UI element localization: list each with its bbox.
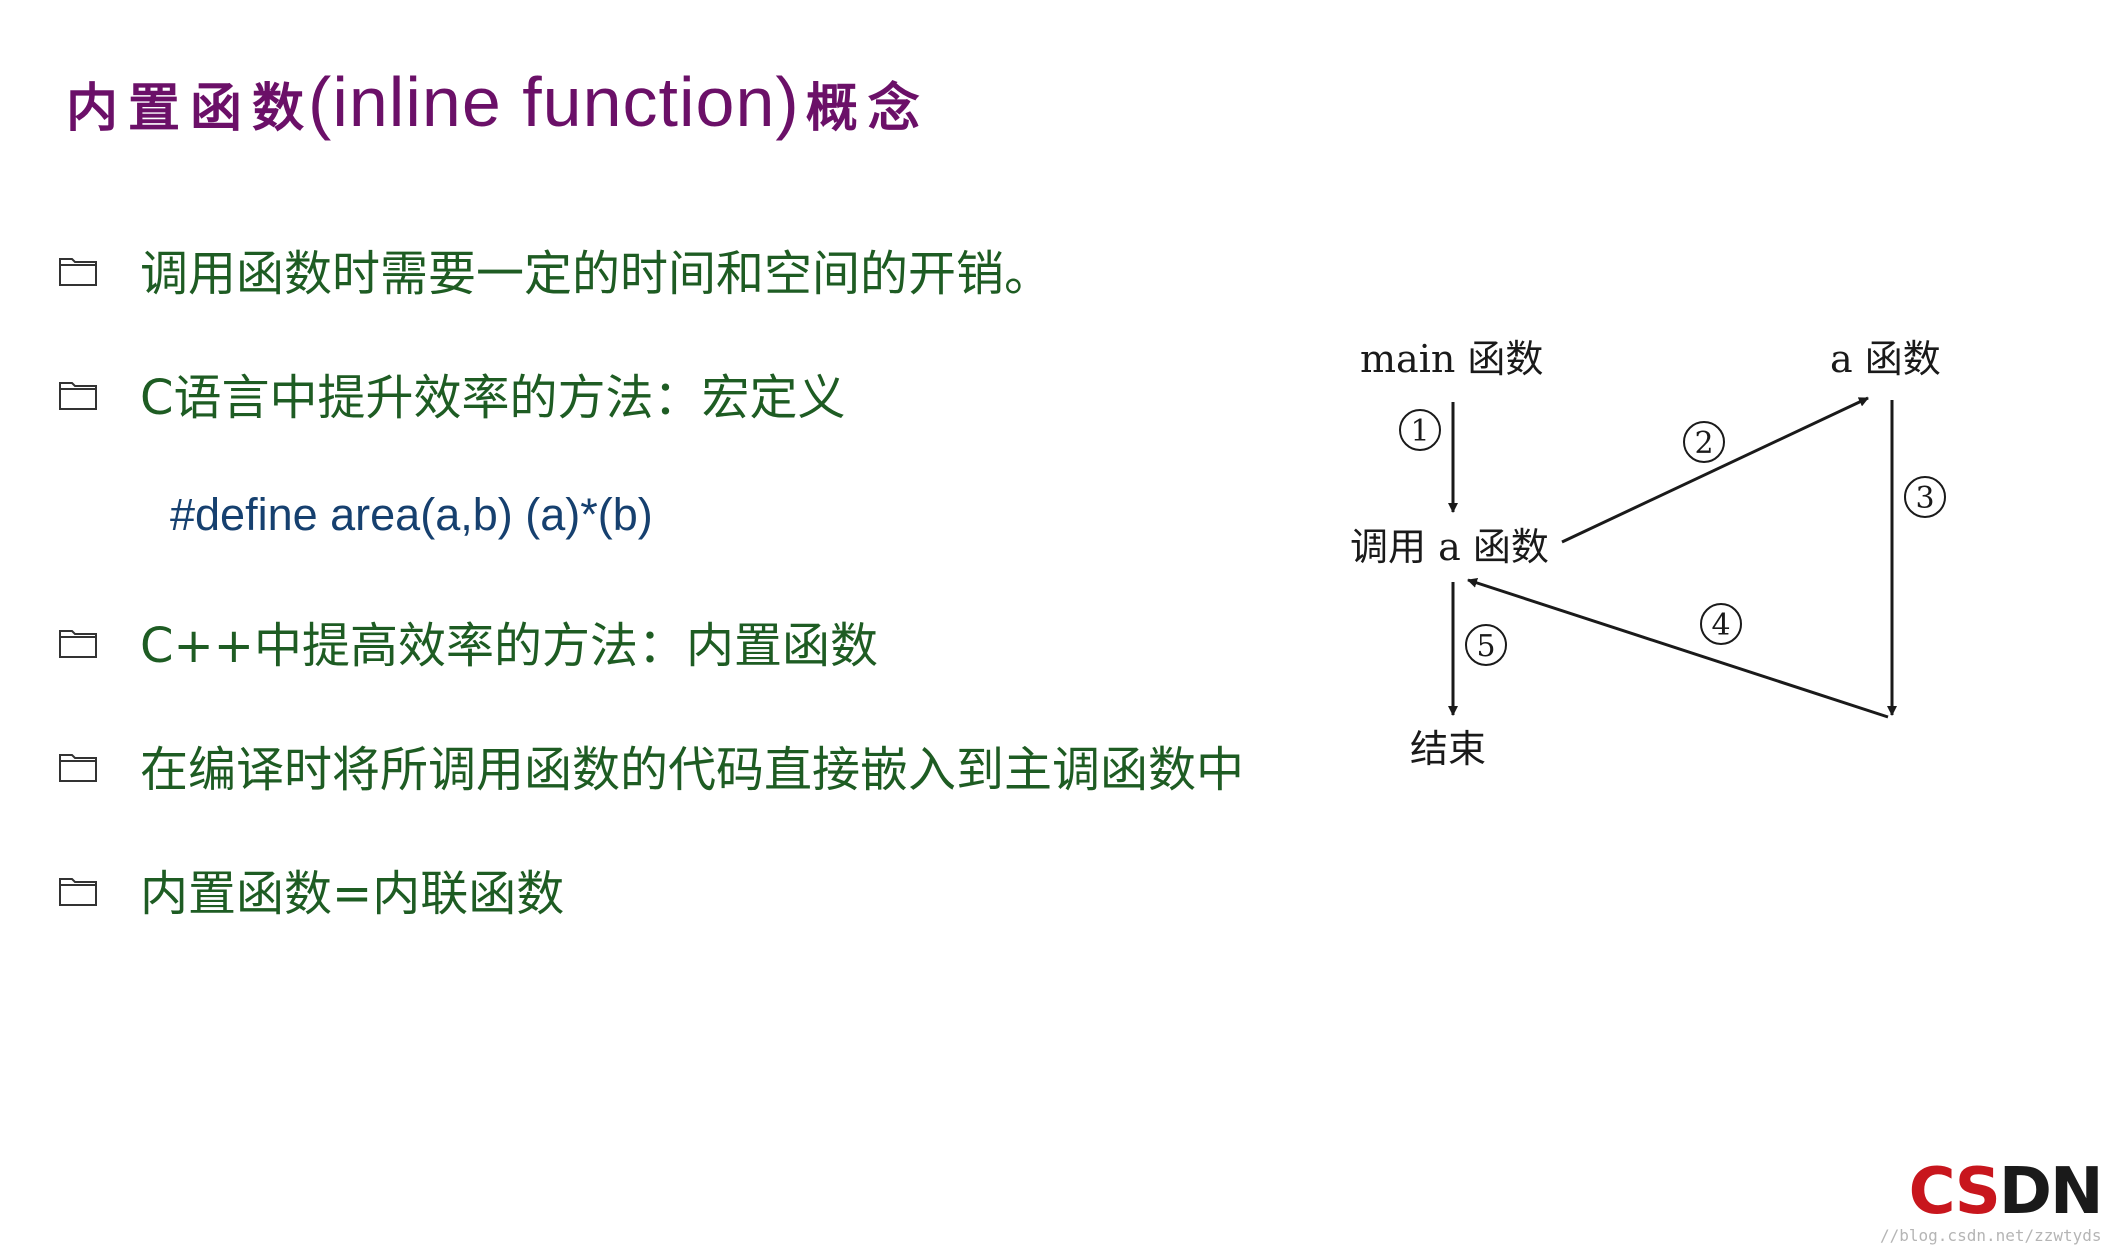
title-english: (inline function) [308, 63, 800, 141]
code-example: #define area(a,b) (a)*(b) [170, 489, 653, 540]
step-1-number: 1 [1410, 414, 1429, 449]
csdn-logo-red-part: CS [1908, 1155, 2001, 1229]
step-1-marker: 1 [1399, 409, 1441, 451]
step-5-marker: 5 [1465, 624, 1507, 666]
step-5-number: 5 [1476, 629, 1495, 664]
step-2-marker: 2 [1683, 421, 1725, 463]
folder-icon [59, 630, 97, 658]
end-label: 结束 [1410, 727, 1486, 771]
bullet-item: 内置函数=内联函数 [58, 854, 564, 924]
bullet-text: 在编译时将所调用函数的代码直接嵌入到主调函数中 [140, 742, 1245, 798]
bullet-text: 调用函数时需要一定的时间和空间的开销。 [140, 246, 1053, 302]
bullet-item: C++中提高效率的方法：内置函数 [58, 606, 878, 676]
a-function-label: a 函数 [1830, 337, 1941, 381]
arrow-step-2 [1561, 396, 1869, 544]
arrow-step-4 [1467, 578, 1889, 719]
bullet-text: 内置函数=内联函数 [140, 866, 565, 922]
step-3-marker: 3 [1904, 476, 1946, 518]
bullet-item: 调用函数时需要一定的时间和空间的开销。 [58, 234, 1052, 304]
csdn-logo-dark-part: DN [1998, 1155, 2104, 1229]
csdn-logo: CSDN [1909, 1160, 2104, 1224]
folder-icon [59, 754, 97, 782]
bullet-item: 在编译时将所调用函数的代码直接嵌入到主调函数中 [58, 730, 1244, 800]
folder-icon [59, 878, 97, 906]
step-4-marker: 4 [1700, 603, 1742, 645]
bullet-item: C语言中提升效率的方法：宏定义 [58, 358, 846, 428]
step-3-number: 3 [1915, 481, 1934, 516]
step-4-number: 4 [1711, 608, 1730, 643]
step-2-number: 2 [1694, 426, 1713, 461]
folder-icon [59, 382, 97, 410]
folder-icon [59, 258, 97, 286]
watermark-url: //blog.csdn.net/zzwtyds [1880, 1226, 2102, 1245]
main-function-label: main 函数 [1360, 337, 1543, 381]
title-chinese-suffix: 概念 [805, 78, 930, 139]
bullet-text: C语言中提升效率的方法：宏定义 [140, 370, 846, 426]
csdn-watermark: CSDN //blog.csdn.net/zzwtyds [1880, 1160, 2104, 1245]
call-a-function-label: 调用 a 函数 [1350, 525, 1549, 569]
slide-title: 内置函数 (inline function) 概念 [66, 62, 930, 152]
inline-call-flow-diagram: main 函数 a 函数 调用 a 函数 结束 1 2 3 4 5 [1350, 337, 1946, 771]
title-chinese-prefix: 内置函数 [66, 78, 315, 139]
bullet-text: C++中提高效率的方法：内置函数 [140, 618, 878, 674]
